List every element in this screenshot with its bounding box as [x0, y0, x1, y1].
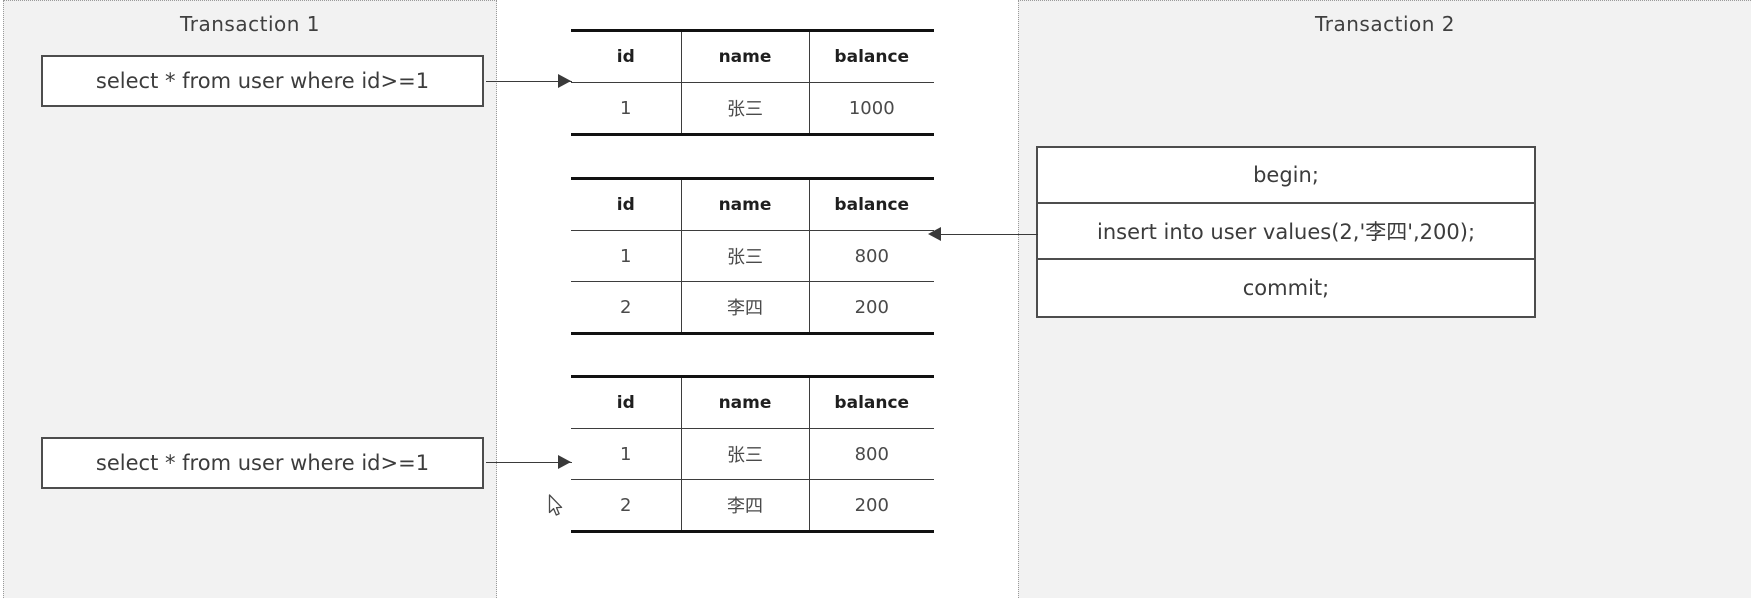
- column-header-balance: balance: [808, 178, 934, 231]
- arrow-left-icon: [928, 227, 941, 241]
- t2-insert-statement[interactable]: insert into user values(2,'李四',200);: [1038, 204, 1534, 260]
- column-header-name: name: [680, 30, 810, 83]
- mouse-pointer-icon: [548, 494, 563, 516]
- column-header-name: name: [680, 178, 810, 231]
- t1-select-statement-first[interactable]: select * from user where id>=1: [41, 55, 484, 107]
- column-header-balance: balance: [808, 376, 934, 429]
- column-header-id: id: [571, 376, 682, 429]
- cell-id: 2: [571, 479, 682, 532]
- cell-balance: 800: [808, 428, 934, 480]
- table-row: 1 张三 1000: [571, 82, 934, 135]
- column-header-name: name: [680, 376, 810, 429]
- column-header-balance: balance: [808, 30, 934, 83]
- table-row: 2 李四 200: [571, 281, 934, 334]
- table-header-row: id name balance: [571, 178, 934, 231]
- cell-id: 1: [571, 428, 682, 480]
- column-header-id: id: [571, 178, 682, 231]
- cell-name: 李四: [680, 281, 810, 334]
- cell-name: 张三: [680, 428, 810, 480]
- cell-balance: 800: [808, 230, 934, 282]
- cell-id: 1: [571, 230, 682, 282]
- transaction-1-title: Transaction 1: [180, 12, 320, 36]
- arrow-t1-first-select-to-table: [486, 81, 572, 82]
- cell-name: 张三: [680, 230, 810, 282]
- result-table-after-insert: id name balance 1 张三 800 2 李四 200: [571, 177, 934, 335]
- table-row: 2 李四 200: [571, 479, 934, 532]
- arrow-right-icon: [558, 74, 571, 88]
- result-table-second-read: id name balance 1 张三 800 2 李四 200: [571, 375, 934, 533]
- table-row: 1 张三 800: [571, 428, 934, 480]
- arrow-right-icon: [558, 455, 571, 469]
- column-header-id: id: [571, 30, 682, 83]
- t2-begin-statement[interactable]: begin;: [1038, 148, 1534, 204]
- t1-select-statement-second[interactable]: select * from user where id>=1: [41, 437, 484, 489]
- cell-id: 1: [571, 82, 682, 135]
- arrow-t1-second-select-to-table: [486, 462, 572, 463]
- table-header-row: id name balance: [571, 376, 934, 429]
- transaction-2-title: Transaction 2: [1315, 12, 1455, 36]
- cell-name: 李四: [680, 479, 810, 532]
- cell-name: 张三: [680, 82, 810, 135]
- cell-balance: 200: [808, 479, 934, 532]
- cell-id: 2: [571, 281, 682, 334]
- arrow-t2-insert-to-table: [938, 234, 1038, 235]
- cell-balance: 200: [808, 281, 934, 334]
- cell-balance: 1000: [808, 82, 934, 135]
- table-row: 1 张三 800: [571, 230, 934, 282]
- table-header-row: id name balance: [571, 30, 934, 83]
- t2-commit-statement[interactable]: commit;: [1242, 276, 1330, 300]
- result-table-first-read: id name balance 1 张三 1000: [571, 29, 934, 136]
- t2-statement-stack: begin; insert into user values(2,'李四',20…: [1036, 146, 1536, 318]
